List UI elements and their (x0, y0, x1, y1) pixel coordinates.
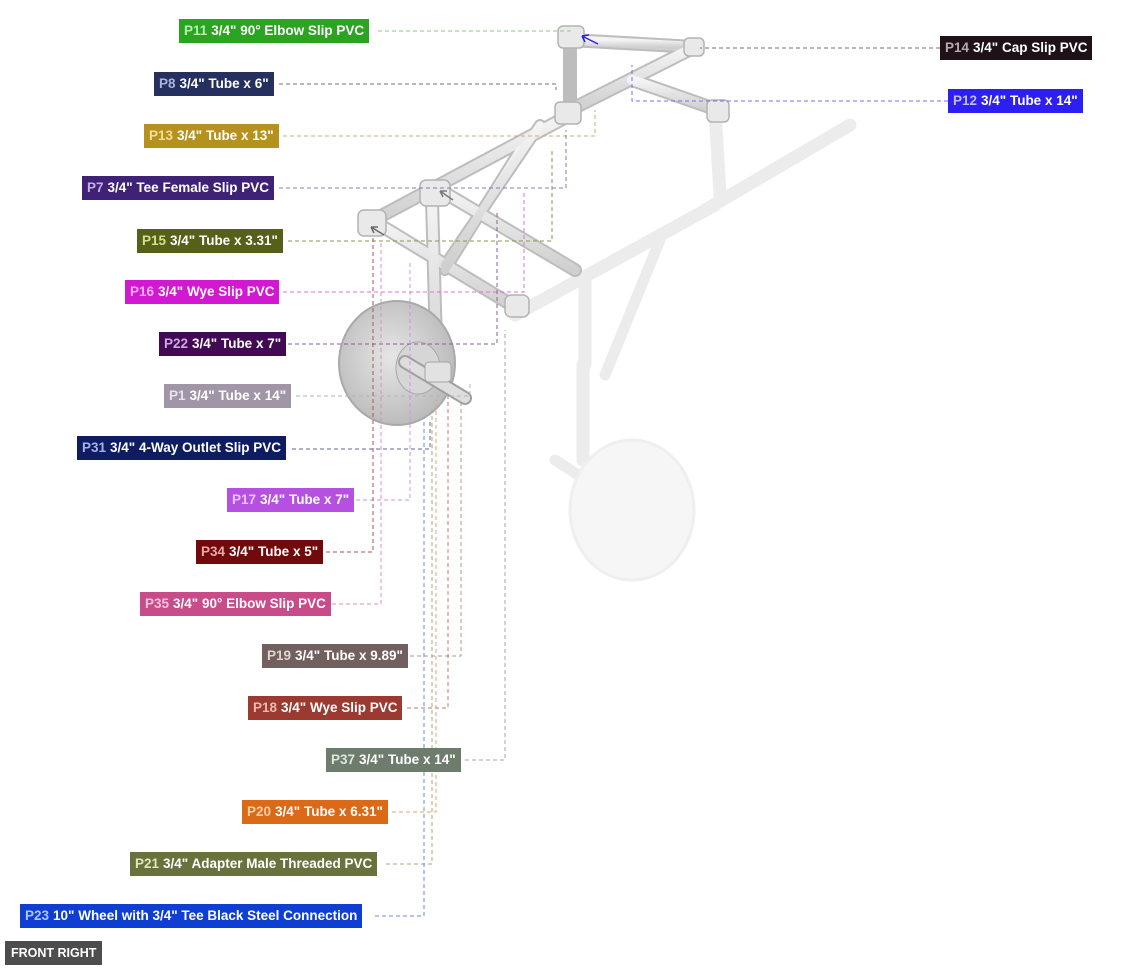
near-side-frame-highlight (365, 35, 723, 385)
part-name: 3/4" Tube x 7" (260, 492, 350, 507)
part-name: 3/4" Tube x 6" (179, 76, 269, 91)
part-name: 3/4" Tube x 3.31" (170, 233, 278, 248)
part-name: 3/4" Tube x 14" (359, 752, 456, 767)
part-id: P8 (159, 76, 176, 91)
part-name: 3/4" Tube x 14" (189, 388, 287, 403)
part-id: P16 (130, 284, 155, 299)
part-arrows (370, 34, 599, 236)
far-side-frame (508, 103, 857, 582)
part-name: 3/4" Tee Female Slip PVC (107, 180, 269, 195)
part-id: P18 (253, 700, 278, 715)
part-id: P15 (142, 233, 167, 248)
near-wheel (338, 300, 472, 426)
part-id: P13 (149, 128, 174, 143)
pipe-fittings (357, 25, 730, 318)
part-id: P20 (247, 804, 272, 819)
part-id: P23 (25, 908, 50, 923)
part-name: 3/4" Tube x 6.31" (275, 804, 383, 819)
part-id: P12 (953, 93, 978, 108)
part-name: 3/4" Tube x 5" (229, 544, 319, 559)
part-name: 10" Wheel with 3/4" Tee Black Steel Conn… (53, 908, 358, 923)
part-name: 3/4" 90° Elbow Slip PVC (211, 23, 365, 38)
part-id: P34 (201, 544, 226, 559)
part-id: P1 (169, 388, 186, 403)
view-label: FRONT RIGHT (5, 941, 103, 965)
part-id: P31 (82, 440, 107, 455)
part-id: P7 (87, 180, 104, 195)
part-id: P17 (232, 492, 257, 507)
part-id: P35 (145, 596, 170, 611)
part-id: P19 (267, 648, 292, 663)
part-id: P37 (331, 752, 356, 767)
part-name: 3/4" Wye Slip PVC (281, 700, 398, 715)
part-name: 3/4" Tube x 14" (981, 93, 1078, 108)
part-name: 3/4" Tube x 7" (192, 336, 282, 351)
part-name: 3/4" 90° Elbow Slip PVC (173, 596, 326, 611)
part-id: P11 (184, 23, 208, 38)
part-name: 3/4" Cap Slip PVC (973, 40, 1088, 55)
leader-lines (279, 30, 948, 917)
part-id: P22 (164, 336, 189, 351)
part-name: 3/4" 4-Way Outlet Slip PVC (110, 440, 281, 455)
part-name: 3/4" Tube x 9.89" (295, 648, 403, 663)
part-name: 3/4" Adapter Male Threaded PVC (163, 856, 373, 871)
part-id: P21 (135, 856, 160, 871)
part-name: 3/4" Wye Slip PVC (158, 284, 275, 299)
part-id: P14 (945, 40, 970, 55)
part-name: 3/4" Tube x 13" (177, 128, 274, 143)
